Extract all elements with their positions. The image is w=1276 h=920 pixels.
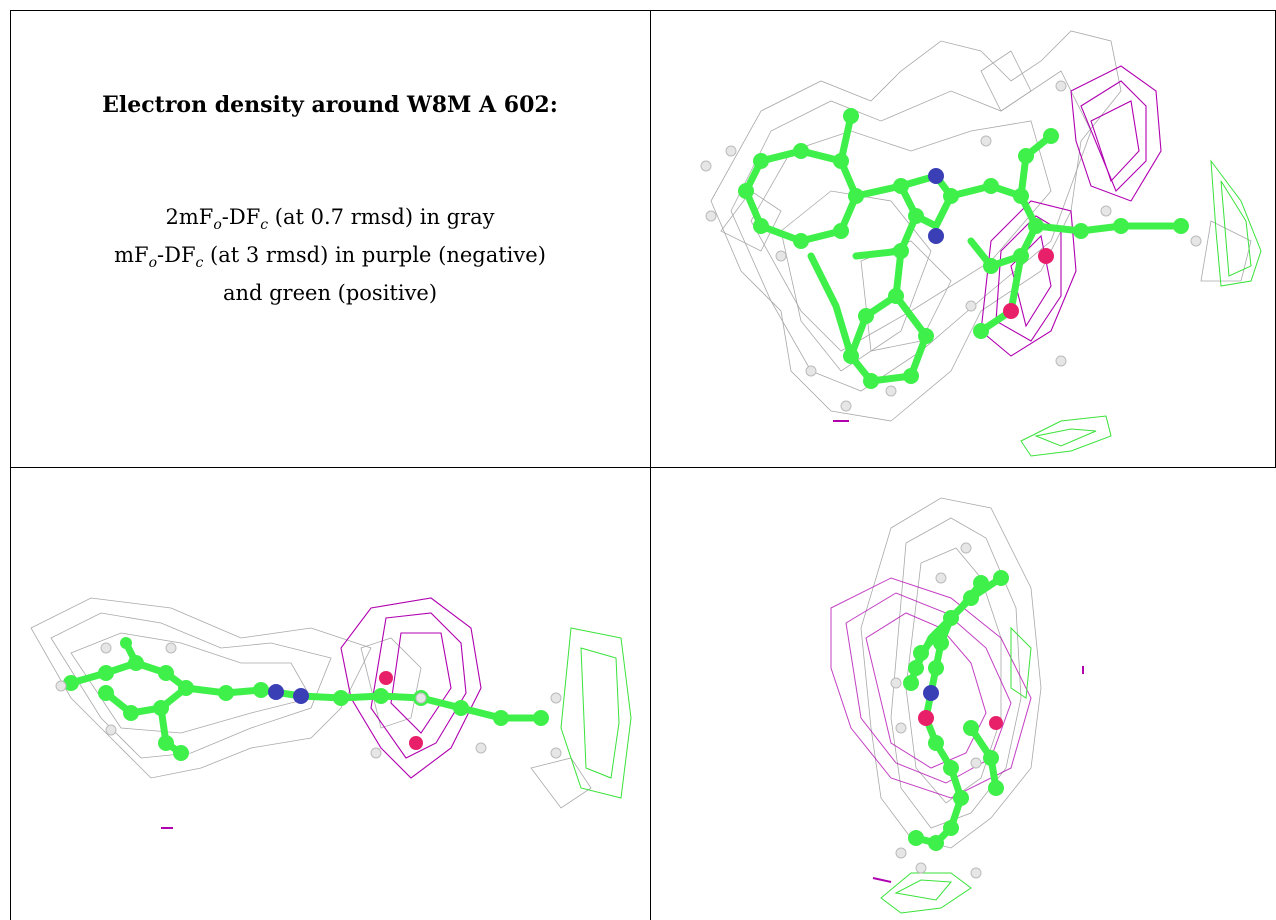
caption-line-fofc: mFo-DFc (at 3 rmsd) in purple (negative) — [114, 243, 546, 272]
density-panel-bottom-left — [11, 468, 650, 920]
mesh-positive — [880, 626, 1032, 914]
table-border-middle — [10, 467, 1276, 468]
mesh-negative — [830, 577, 1032, 799]
ligand-bonds — [742, 112, 1185, 385]
table-border-top — [10, 10, 1276, 11]
table-border-center — [650, 10, 651, 920]
figure-table: Electron density around W8M A 602: 2mFo-… — [10, 10, 1276, 920]
table-border-left — [10, 10, 11, 920]
ligand-atoms — [55, 637, 562, 761]
caption-title: Electron density around W8M A 602: — [102, 92, 558, 118]
mesh-positive — [560, 627, 632, 799]
caption-line-2fofc: 2mFo-DFc (at 0.7 rmsd) in gray — [165, 205, 495, 234]
density-panel-bottom-right — [651, 468, 1276, 920]
molecule-view-bottom-left — [30, 597, 632, 829]
caption-text: 2mFo-DFc (at 0.7 rmsd) in gray mFo-DFc (… — [10, 202, 650, 308]
ligand-atoms — [890, 542, 1009, 879]
mesh-fragment — [872, 877, 892, 883]
molecule-view-top-right — [700, 30, 1262, 457]
caption-line-colors: and green (positive) — [222, 281, 438, 306]
mesh-positive — [1020, 159, 1262, 457]
mesh-negative — [340, 597, 482, 779]
mesh-2fofc — [860, 497, 1042, 849]
density-panel-top-right — [651, 11, 1275, 467]
caption-cell: Electron density around W8M A 602: 2mFo-… — [10, 10, 650, 467]
molecule-view-bottom-right — [830, 497, 1084, 914]
ligand-atoms — [700, 80, 1202, 412]
